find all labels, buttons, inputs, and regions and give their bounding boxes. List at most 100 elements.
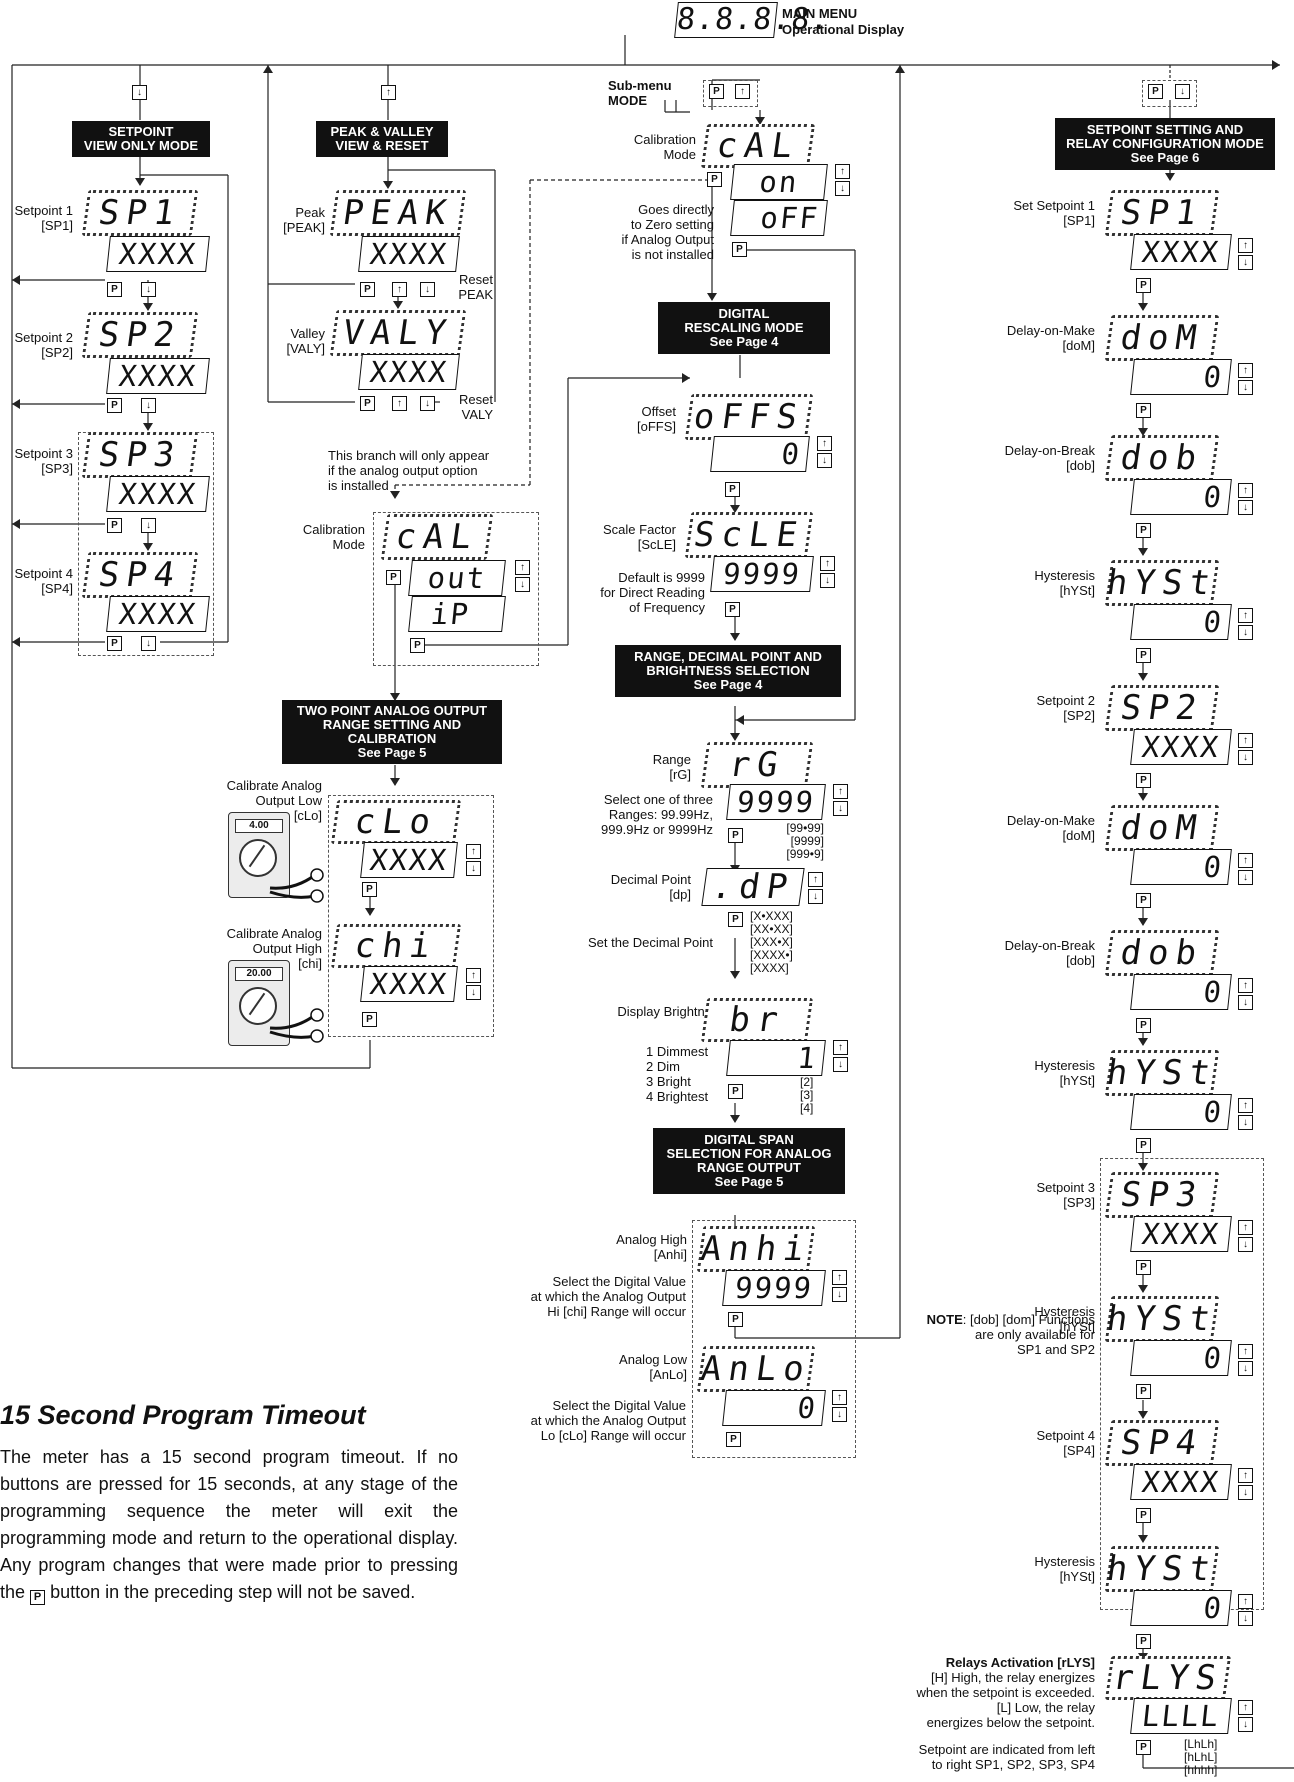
p-key[interactable]: P: [1148, 84, 1163, 99]
p-key[interactable]: P: [725, 482, 740, 497]
updown-keys[interactable]: ↑↓: [1238, 363, 1253, 397]
up-key[interactable]: ↑: [392, 282, 407, 297]
down-key[interactable]: ↓: [1238, 1237, 1253, 1252]
updown-keys[interactable]: ↑ ↓: [515, 560, 530, 594]
down-key[interactable]: ↓: [817, 453, 832, 468]
down-key[interactable]: ↓: [141, 398, 156, 413]
updown-keys[interactable]: ↑↓: [1238, 1344, 1253, 1378]
up-key[interactable]: ↑: [735, 84, 750, 99]
down-key[interactable]: ↓: [1175, 84, 1190, 99]
down-key[interactable]: ↓: [466, 861, 481, 876]
up-key[interactable]: ↑: [466, 844, 481, 859]
p-key[interactable]: P: [107, 398, 122, 413]
updown-keys[interactable]: ↑ ↓: [466, 844, 481, 878]
p-key[interactable]: P: [728, 1084, 743, 1099]
p-key[interactable]: P: [728, 1312, 743, 1327]
down-key[interactable]: ↓: [141, 636, 156, 651]
up-key[interactable]: ↑: [835, 164, 850, 179]
down-key[interactable]: ↓: [1238, 750, 1253, 765]
updown-keys[interactable]: ↑ ↓: [808, 872, 823, 906]
down-key[interactable]: ↓: [1238, 995, 1253, 1010]
updown-keys[interactable]: ↑↓: [1238, 1594, 1253, 1628]
p-key[interactable]: P: [1136, 773, 1151, 788]
p-key[interactable]: P: [386, 570, 401, 585]
up-key[interactable]: ↑: [1238, 853, 1253, 868]
down-key[interactable]: ↓: [141, 282, 156, 297]
p-key[interactable]: P: [1136, 1508, 1151, 1523]
down-key[interactable]: ↓: [833, 1057, 848, 1072]
p-key[interactable]: P: [360, 396, 375, 411]
updown-keys[interactable]: ↑ ↓: [833, 1040, 848, 1074]
updown-keys[interactable]: ↑↓: [1238, 1220, 1253, 1254]
up-key[interactable]: ↑: [808, 872, 823, 887]
p-key[interactable]: P: [1136, 1260, 1151, 1275]
down-key[interactable]: ↓: [1238, 1361, 1253, 1376]
down-key[interactable]: ↓: [1238, 870, 1253, 885]
down-key[interactable]: ↓: [1238, 1717, 1253, 1732]
down-key[interactable]: ↓: [132, 85, 147, 100]
updown-keys[interactable]: ↑↓: [1238, 238, 1253, 272]
p-key[interactable]: P: [107, 636, 122, 651]
updown-keys[interactable]: ↑ ↓: [466, 968, 481, 1002]
p-key[interactable]: P: [107, 282, 122, 297]
up-key[interactable]: ↑: [1238, 978, 1253, 993]
updown-keys[interactable]: ↑ ↓: [833, 784, 848, 818]
up-key[interactable]: ↑: [832, 1270, 847, 1285]
up-key[interactable]: ↑: [515, 560, 530, 575]
up-key[interactable]: ↑: [1238, 1098, 1253, 1113]
p-key[interactable]: P: [709, 84, 724, 99]
up-key[interactable]: ↑: [1238, 1700, 1253, 1715]
p-key[interactable]: P: [1136, 1138, 1151, 1153]
p-key[interactable]: P: [1136, 278, 1151, 293]
down-key[interactable]: ↓: [820, 573, 835, 588]
updown-keys[interactable]: ↑↓: [1238, 853, 1253, 887]
up-key[interactable]: ↑: [1238, 608, 1253, 623]
down-key[interactable]: ↓: [420, 396, 435, 411]
p-key[interactable]: P: [362, 882, 377, 897]
up-key[interactable]: ↑: [392, 396, 407, 411]
up-key[interactable]: ↑: [817, 436, 832, 451]
p-key[interactable]: P: [1136, 893, 1151, 908]
down-key[interactable]: ↓: [1238, 1611, 1253, 1626]
down-key[interactable]: ↓: [420, 282, 435, 297]
down-key[interactable]: ↓: [1238, 500, 1253, 515]
down-key[interactable]: ↓: [515, 577, 530, 592]
p-key[interactable]: P: [728, 828, 743, 843]
up-key[interactable]: ↑: [1238, 238, 1253, 253]
up-key[interactable]: ↑: [1238, 1220, 1253, 1235]
p-key[interactable]: P: [360, 282, 375, 297]
p-key[interactable]: P: [728, 912, 743, 927]
updown-keys[interactable]: ↑↓: [1238, 1468, 1253, 1502]
p-key[interactable]: P: [1136, 403, 1151, 418]
p-key[interactable]: P: [1136, 1384, 1151, 1399]
updown-keys[interactable]: ↑↓: [1238, 733, 1253, 767]
p-key[interactable]: P: [410, 638, 425, 653]
updown-keys[interactable]: ↑ ↓: [832, 1390, 847, 1424]
p-key[interactable]: P: [107, 518, 122, 533]
up-key[interactable]: ↑: [466, 968, 481, 983]
up-key[interactable]: ↑: [381, 85, 396, 100]
up-key[interactable]: ↑: [833, 1040, 848, 1055]
down-key[interactable]: ↓: [466, 985, 481, 1000]
down-key[interactable]: ↓: [833, 801, 848, 816]
up-key[interactable]: ↑: [1238, 1594, 1253, 1609]
updown-keys[interactable]: ↑↓: [1238, 483, 1253, 517]
updown-keys[interactable]: ↑↓: [1238, 978, 1253, 1012]
updown-keys[interactable]: ↑ ↓: [1238, 1700, 1253, 1734]
down-key[interactable]: ↓: [835, 181, 850, 196]
updown-keys[interactable]: ↑↓: [1238, 608, 1253, 642]
p-key[interactable]: P: [726, 1432, 741, 1447]
p-key[interactable]: P: [1136, 1740, 1151, 1755]
up-key[interactable]: ↑: [1238, 1468, 1253, 1483]
up-key[interactable]: ↑: [820, 556, 835, 571]
up-key[interactable]: ↑: [1238, 1344, 1253, 1359]
up-key[interactable]: ↑: [1238, 483, 1253, 498]
down-key[interactable]: ↓: [1238, 1485, 1253, 1500]
down-key[interactable]: ↓: [1238, 255, 1253, 270]
p-key[interactable]: P: [1136, 523, 1151, 538]
p-key[interactable]: P: [732, 242, 747, 257]
down-key[interactable]: ↓: [1238, 625, 1253, 640]
updown-keys[interactable]: ↑ ↓: [832, 1270, 847, 1304]
down-key[interactable]: ↓: [832, 1287, 847, 1302]
up-key[interactable]: ↑: [1238, 363, 1253, 378]
